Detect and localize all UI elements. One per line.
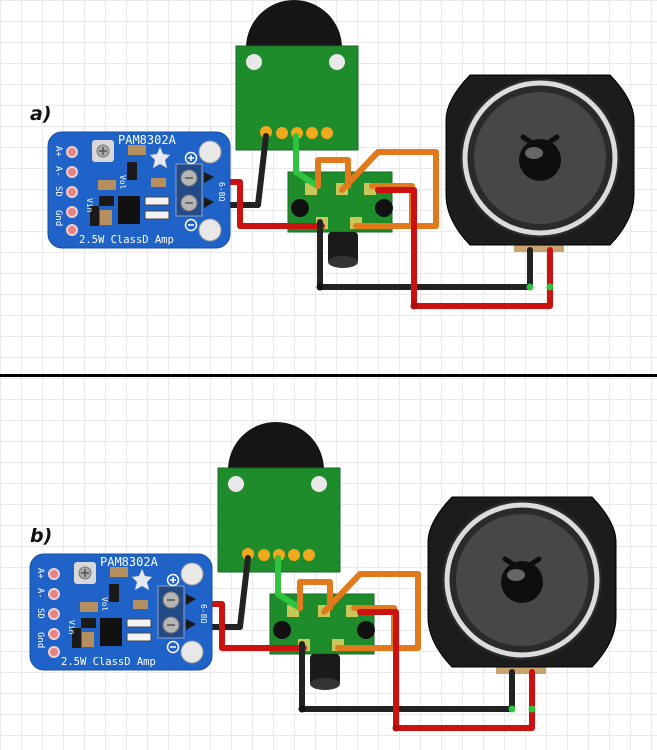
amp-pin-label: A- xyxy=(53,166,63,177)
amp-vin-label: Vin xyxy=(85,198,94,213)
amp-model-label: PAM8302A xyxy=(100,555,159,569)
panel-b: b) PAM8302A 2.5W ClassD Amp Vol Vin 6-8Ω… xyxy=(30,422,616,732)
amp-pin-label: Gnd xyxy=(35,632,45,648)
amp-model-label: PAM8302A xyxy=(118,133,177,147)
panel-divider xyxy=(0,374,657,377)
amp-pin-label: A+ xyxy=(35,568,45,579)
amp-output-label: 6-8Ω xyxy=(199,604,208,623)
panel-label: b) xyxy=(30,525,52,547)
amp-vol-label: Vol xyxy=(118,175,127,190)
amp-pin-label: A- xyxy=(35,588,45,599)
amp-vol-label: Vol xyxy=(100,597,109,612)
panel-label: a) xyxy=(30,103,52,125)
amp-subtitle-label: 2.5W ClassD Amp xyxy=(79,234,174,246)
amp-pin-label: A+ xyxy=(53,146,63,157)
amp-output-label: 6-8Ω xyxy=(217,182,226,201)
amp-subtitle-label: 2.5W ClassD Amp xyxy=(61,656,156,668)
amp-vin-label: Vin xyxy=(67,620,76,635)
amp-pin-label: SD xyxy=(35,608,45,619)
amp-pin-label: Gnd xyxy=(53,210,63,226)
panel-a: a) PAM8302A 2.5W ClassD Amp Vol Vin 6-8Ω… xyxy=(30,0,634,310)
amp-pin-label: SD xyxy=(53,186,63,197)
